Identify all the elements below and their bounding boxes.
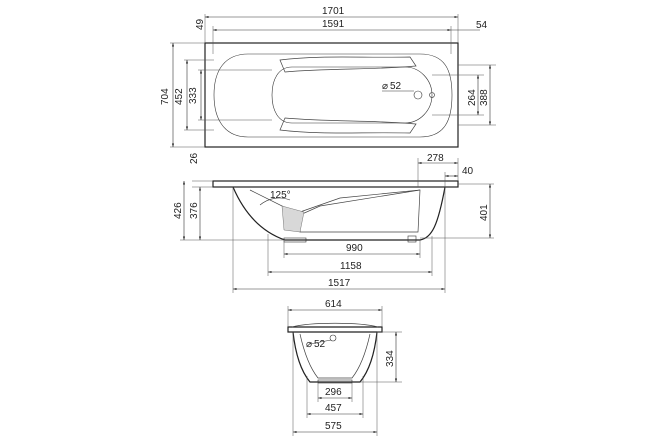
side-view-armrest xyxy=(299,189,421,233)
top-view-drain xyxy=(413,90,423,100)
side-view-rim xyxy=(212,180,459,188)
dim-rim-right: 54 xyxy=(476,20,488,31)
end-view-feet xyxy=(317,379,353,384)
top-drain-diameter: 52 xyxy=(390,81,402,92)
dim-length-outer: 1517 xyxy=(328,278,351,289)
top-drain-diameter-symbol: ⌀ xyxy=(382,81,388,92)
side-view: 125° 26 426 376 401 278 40 990 xyxy=(173,152,494,293)
dim-bottom-outer: 1158 xyxy=(340,261,362,272)
end-drain-leader xyxy=(309,339,332,345)
side-view-angle-arc xyxy=(259,197,291,206)
end-view-body xyxy=(292,331,378,383)
end-drain-diameter-symbol: ⌀ xyxy=(306,339,312,350)
top-view-armrest-upper xyxy=(279,56,417,73)
dim-width-total: 704 xyxy=(160,88,171,105)
end-view-inner xyxy=(299,333,371,379)
side-view-angle: 125° xyxy=(270,190,291,201)
dim-drain-388: 388 xyxy=(479,89,490,106)
dim-depth-inner: 376 xyxy=(189,202,200,219)
end-view-rim-top xyxy=(291,322,379,328)
dim-width-inner: 452 xyxy=(174,88,185,105)
dim-base-inner: 296 xyxy=(325,387,342,398)
top-view-bottom xyxy=(271,66,433,124)
top-view-basin xyxy=(213,53,453,138)
dim-width-bottom: 333 xyxy=(188,87,199,104)
end-view-drain xyxy=(329,334,337,342)
dim-rim-height: 26 xyxy=(189,152,200,164)
dim-rim-right-278: 278 xyxy=(427,153,444,164)
dim-depth-right: 401 xyxy=(479,204,490,221)
dim-end-depth: 334 xyxy=(385,350,396,367)
dim-drain-264: 264 xyxy=(467,89,478,106)
top-view-outline xyxy=(204,42,459,148)
dim-width-top: 614 xyxy=(325,299,342,310)
dim-depth-total: 426 xyxy=(173,202,184,219)
dim-base-outer: 575 xyxy=(325,421,342,432)
side-view-foot-right xyxy=(407,235,417,243)
dim-bottom-inner: 990 xyxy=(346,243,363,254)
end-view-rim xyxy=(287,326,383,333)
dim-rim-right-40: 40 xyxy=(462,166,474,177)
dim-rim-left: 49 xyxy=(195,18,206,30)
dim-length-total: 1701 xyxy=(322,6,345,17)
dim-base-mid: 457 xyxy=(325,403,342,414)
end-drain-diameter: 52 xyxy=(314,339,326,350)
side-view-body xyxy=(232,186,446,241)
side-view-backrest xyxy=(281,205,305,233)
dim-length-inner: 1591 xyxy=(322,19,345,30)
top-view-overflow xyxy=(429,92,435,98)
end-view: ⌀ 52 614 334 296 457 575 xyxy=(287,299,402,436)
top-view-armrest-lower xyxy=(279,117,417,134)
top-view: ⌀ 52 1701 1591 49 54 704 452 333 xyxy=(160,6,496,148)
